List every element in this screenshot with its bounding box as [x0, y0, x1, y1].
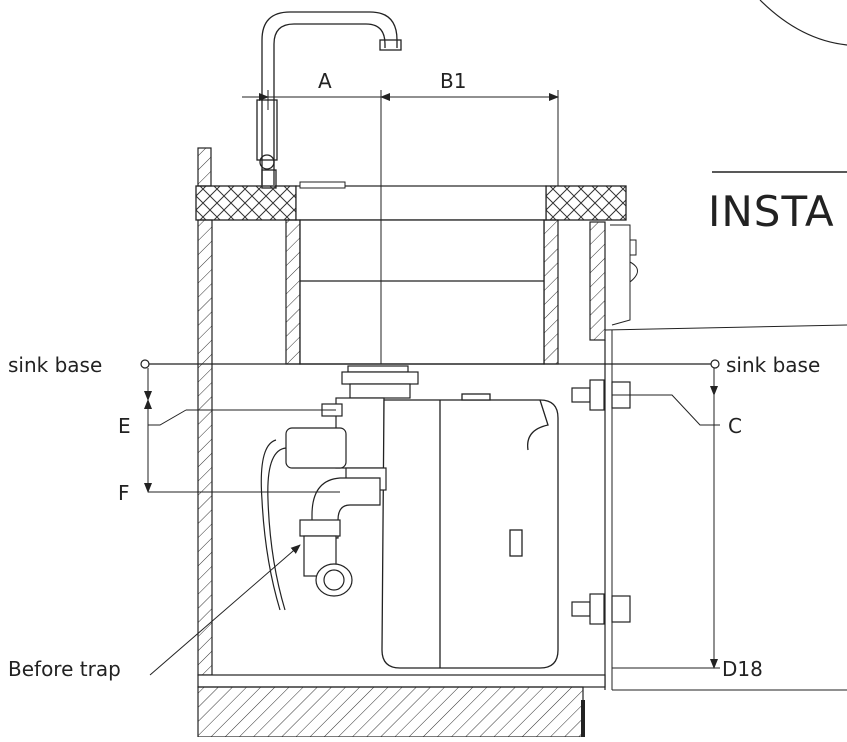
sink-bowl — [285, 219, 559, 365]
disposer-mount — [321, 365, 419, 469]
cabinet-right-wall — [589, 221, 606, 341]
dim-e-label: E — [118, 414, 131, 438]
before-trap-label: Before trap — [8, 657, 121, 681]
installation-title: INSTA — [708, 187, 835, 236]
dimension-c-d18 — [612, 368, 720, 669]
cabinet-left-wall — [197, 219, 213, 676]
countertop-right — [545, 185, 627, 221]
trap-pipe — [299, 477, 381, 597]
sink-base-left-label: sink base — [8, 353, 102, 377]
countertop-center — [295, 185, 547, 221]
before-trap-leader — [149, 544, 301, 676]
dim-a-label: A — [318, 69, 332, 93]
detail-circle-arc — [759, 0, 847, 46]
faucet — [256, 11, 402, 189]
sink-base-right-label: sink base — [726, 353, 820, 377]
dim-d18-label: D18 — [722, 657, 763, 681]
cabinet-floor — [197, 686, 584, 738]
disposer-unit — [381, 393, 559, 669]
dim-c-label: C — [728, 414, 742, 438]
dim-b1-label: B1 — [440, 69, 466, 93]
dimension-e-f — [144, 368, 340, 493]
dim-f-label: F — [118, 481, 130, 505]
countertop-left — [195, 185, 297, 221]
door-hinge-bottom — [571, 593, 631, 625]
dimension-a-b1 — [242, 90, 559, 186]
